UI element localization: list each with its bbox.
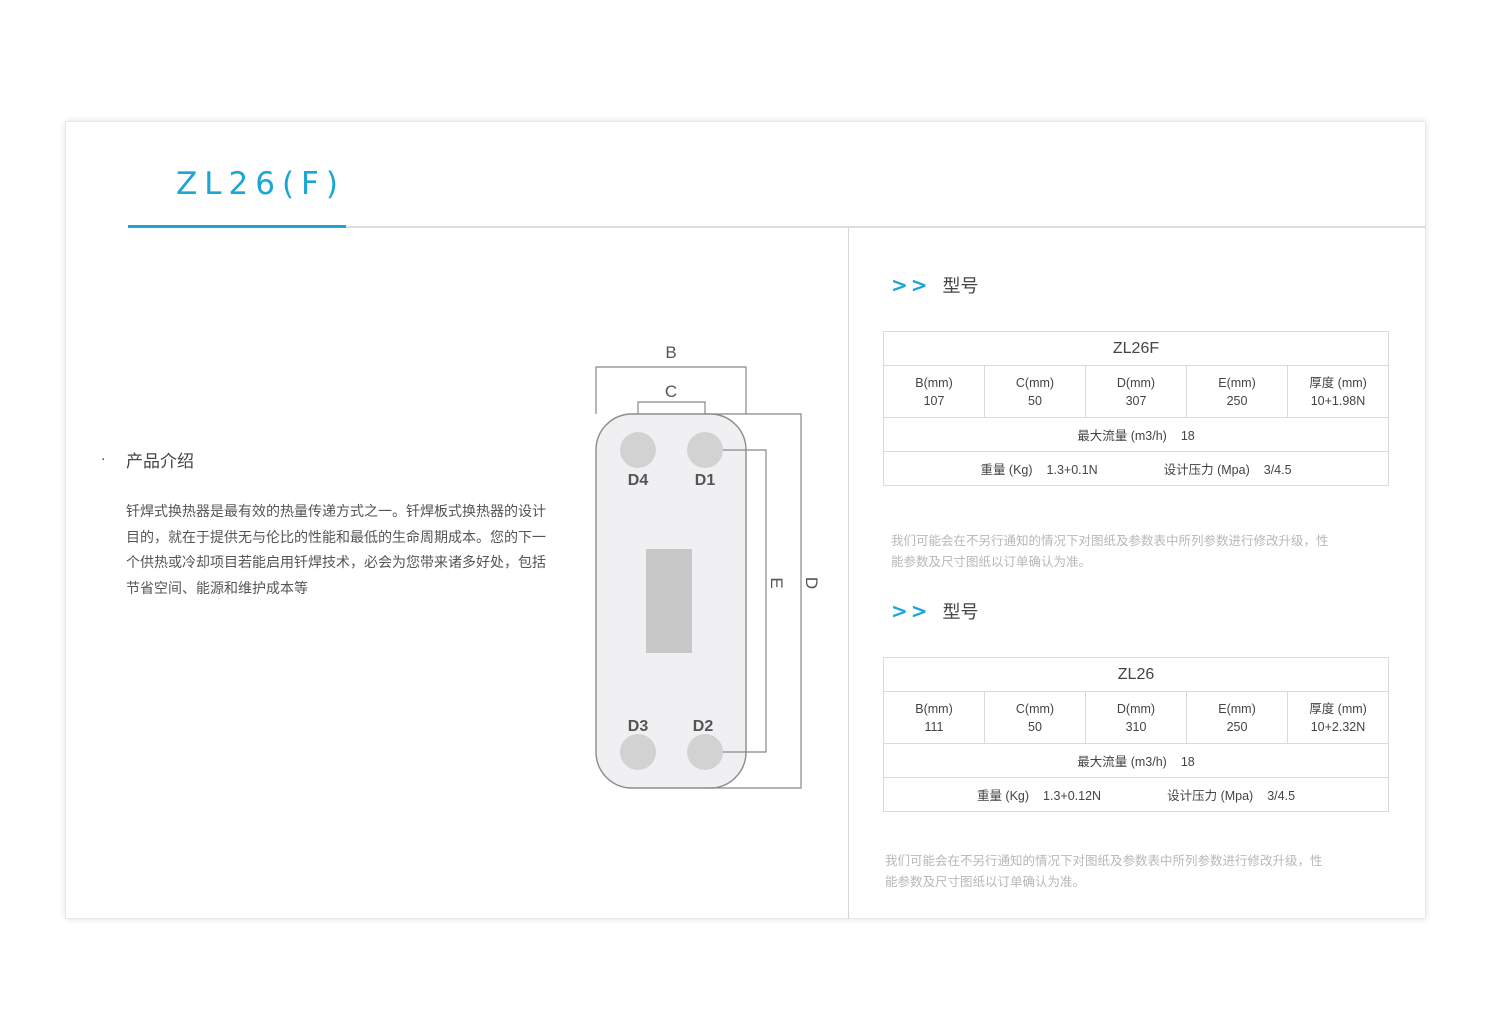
dim-value: 10+1.98N xyxy=(1310,393,1366,408)
title-accent-bar xyxy=(128,225,346,228)
dim-cell-c: C(mm) 50 xyxy=(984,691,1086,744)
title-divider xyxy=(128,226,1426,228)
label-d1: D1 xyxy=(695,472,716,489)
dim-cell-d: D(mm) 307 xyxy=(1085,365,1187,418)
plate-dimension-diagram: B C D4 D1 D3 D2 E D xyxy=(595,343,821,789)
model-name: ZL26F xyxy=(883,331,1389,366)
dim-cell-e: E(mm) 250 xyxy=(1186,365,1288,418)
model-name: ZL26 xyxy=(883,657,1389,692)
dim-label: C(mm) xyxy=(1015,375,1055,390)
max-flow-cell: 最大流量 (m3/h) 18 xyxy=(883,743,1389,778)
weight-pressure-cell: 重量 (Kg) 1.3+0.12N 设计压力 (Mpa) 3/4.5 xyxy=(883,777,1389,812)
bullet-dot: · xyxy=(101,452,106,468)
dim-cell-b: B(mm) 111 xyxy=(883,691,985,744)
max-flow-value: 18 xyxy=(1180,429,1195,443)
dim-label: E(mm) xyxy=(1218,375,1256,390)
weight-value: 1.3+0.12N xyxy=(1043,789,1102,803)
pressure-label: 设计压力 (Mpa) xyxy=(1163,463,1250,477)
dim-label: B(mm) xyxy=(915,375,953,390)
dim-value: 250 xyxy=(1226,719,1248,734)
weight-pressure-cell: 重量 (Kg) 1.3+0.1N 设计压力 (Mpa) 3/4.5 xyxy=(883,451,1389,486)
dim-cell-e: E(mm) 250 xyxy=(1186,691,1288,744)
section-heading-zl26: >> 型号 xyxy=(891,598,979,624)
double-chevron-icon: >> xyxy=(891,273,931,297)
disclaimer-note: 我们可能会在不另行通知的情况下对图纸及参数表中所列参数进行修改升级，性能参数及尺… xyxy=(885,853,1323,889)
dim-value: 310 xyxy=(1125,719,1147,734)
label-d3: D3 xyxy=(628,718,649,735)
dim-label: D(mm) xyxy=(1116,375,1156,390)
max-flow-cell: 最大流量 (m3/h) 18 xyxy=(883,417,1389,452)
pressure-value: 3/4.5 xyxy=(1263,463,1292,477)
max-flow-label: 最大流量 (m3/h) xyxy=(1077,755,1167,769)
label-e: E xyxy=(767,577,786,588)
intro-paragraph: 钎焊式换热器是最有效的热量传递方式之一。钎焊板式换热器的设计目的，就在于提供无与… xyxy=(126,504,546,597)
label-b: B xyxy=(665,343,676,362)
label-d4: D4 xyxy=(628,472,649,489)
section-heading-label: 型号 xyxy=(942,276,979,297)
spec-table-zl26: ZL26 B(mm)111 C(mm)50 D(mm)310 E(mm)250 … xyxy=(883,657,1389,812)
page-title: ZL26(F) xyxy=(176,166,345,202)
max-flow-label: 最大流量 (m3/h) xyxy=(1077,429,1167,443)
dim-label: 厚度 (mm) xyxy=(1309,701,1367,716)
intro-heading: 产品介绍 xyxy=(126,452,194,472)
dim-value: 50 xyxy=(1028,393,1042,408)
dim-value: 111 xyxy=(924,719,944,734)
dim-cell-d: D(mm) 310 xyxy=(1085,691,1187,744)
dim-cell-b: B(mm) 107 xyxy=(883,365,985,418)
dim-label: E(mm) xyxy=(1218,701,1256,716)
product-card: ZL26(F) · 产品介绍 钎焊式换热器是最有效的热量传递方式之一。钎焊板式换… xyxy=(65,121,1426,919)
weight-label: 重量 (Kg) xyxy=(976,789,1030,803)
dim-cell-thickness: 厚度 (mm) 10+1.98N xyxy=(1287,365,1389,418)
dim-value: 307 xyxy=(1125,393,1147,408)
label-c: C xyxy=(665,382,677,401)
weight-value: 1.3+0.1N xyxy=(1046,463,1098,477)
double-chevron-icon: >> xyxy=(891,599,931,623)
label-d2: D2 xyxy=(693,718,714,735)
weight-label: 重量 (Kg) xyxy=(980,463,1033,477)
port-d2 xyxy=(687,734,723,770)
dimension-b-line xyxy=(595,366,747,414)
dim-value: 50 xyxy=(1028,719,1042,734)
dim-cell-thickness: 厚度 (mm) 10+2.32N xyxy=(1287,691,1389,744)
disclaimer-note: 我们可能会在不另行通知的情况下对图纸及参数表中所列参数进行修改升级，性能参数及尺… xyxy=(891,533,1329,569)
dim-cell-c: C(mm) 50 xyxy=(984,365,1086,418)
port-d1 xyxy=(687,432,723,468)
pressure-label: 设计压力 (Mpa) xyxy=(1167,789,1254,803)
dim-label: D(mm) xyxy=(1116,701,1156,716)
dim-label: C(mm) xyxy=(1015,701,1055,716)
label-d: D xyxy=(802,577,821,589)
pressure-value: 3/4.5 xyxy=(1267,789,1296,803)
plate-center-window xyxy=(646,549,692,653)
column-divider xyxy=(848,228,849,919)
dim-label: B(mm) xyxy=(915,701,953,716)
dimension-e-line xyxy=(705,449,767,753)
max-flow-value: 18 xyxy=(1180,755,1195,769)
spec-table-zl26f: ZL26F B(mm) 107 C(mm) 50 D(mm) 307 E(mm) 250… xyxy=(883,331,1389,486)
dim-value: 107 xyxy=(923,393,945,408)
dim-value: 10+2.32N xyxy=(1310,719,1366,734)
section-heading-zl26f: >> 型号 xyxy=(891,272,979,298)
section-heading-label: 型号 xyxy=(942,602,979,623)
port-d3 xyxy=(620,734,656,770)
dimension-d-line xyxy=(705,413,802,789)
dim-value: 250 xyxy=(1226,393,1248,408)
dim-label: 厚度 (mm) xyxy=(1309,375,1367,390)
port-d4 xyxy=(620,432,656,468)
